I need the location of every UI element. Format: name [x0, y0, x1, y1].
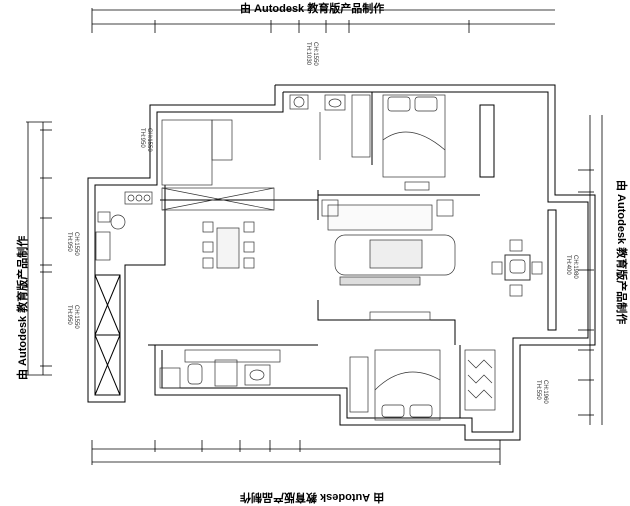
tea-table: [504, 254, 531, 281]
dining-table: [216, 227, 240, 269]
tv-cabinet: [369, 311, 431, 321]
cabinet-row: [184, 349, 281, 363]
sofa: [327, 204, 433, 231]
bottom-dimension-line: [91, 440, 501, 465]
kitchen-counter: [211, 119, 233, 161]
bed: [382, 94, 446, 178]
watermark-left: 由 Autodesk 教育版产品制作: [17, 235, 29, 380]
top-dimension-line: [91, 8, 555, 33]
walls: [87, 84, 596, 441]
bed: [374, 349, 441, 421]
right-dimension-line: [578, 115, 603, 425]
left-dimension-line: [26, 121, 52, 376]
watermark-right: 由 Autodesk 教育版产品制作: [615, 180, 627, 325]
stove: [124, 191, 153, 205]
cabinet-row: [161, 187, 275, 211]
sink: [95, 231, 111, 261]
wardrobe: [351, 94, 371, 158]
watermark-top: 由 Autodesk 教育版产品制作: [240, 3, 385, 15]
furniture: [95, 94, 543, 421]
coffee-table: [369, 239, 423, 269]
kitchen-counter: [161, 119, 213, 186]
